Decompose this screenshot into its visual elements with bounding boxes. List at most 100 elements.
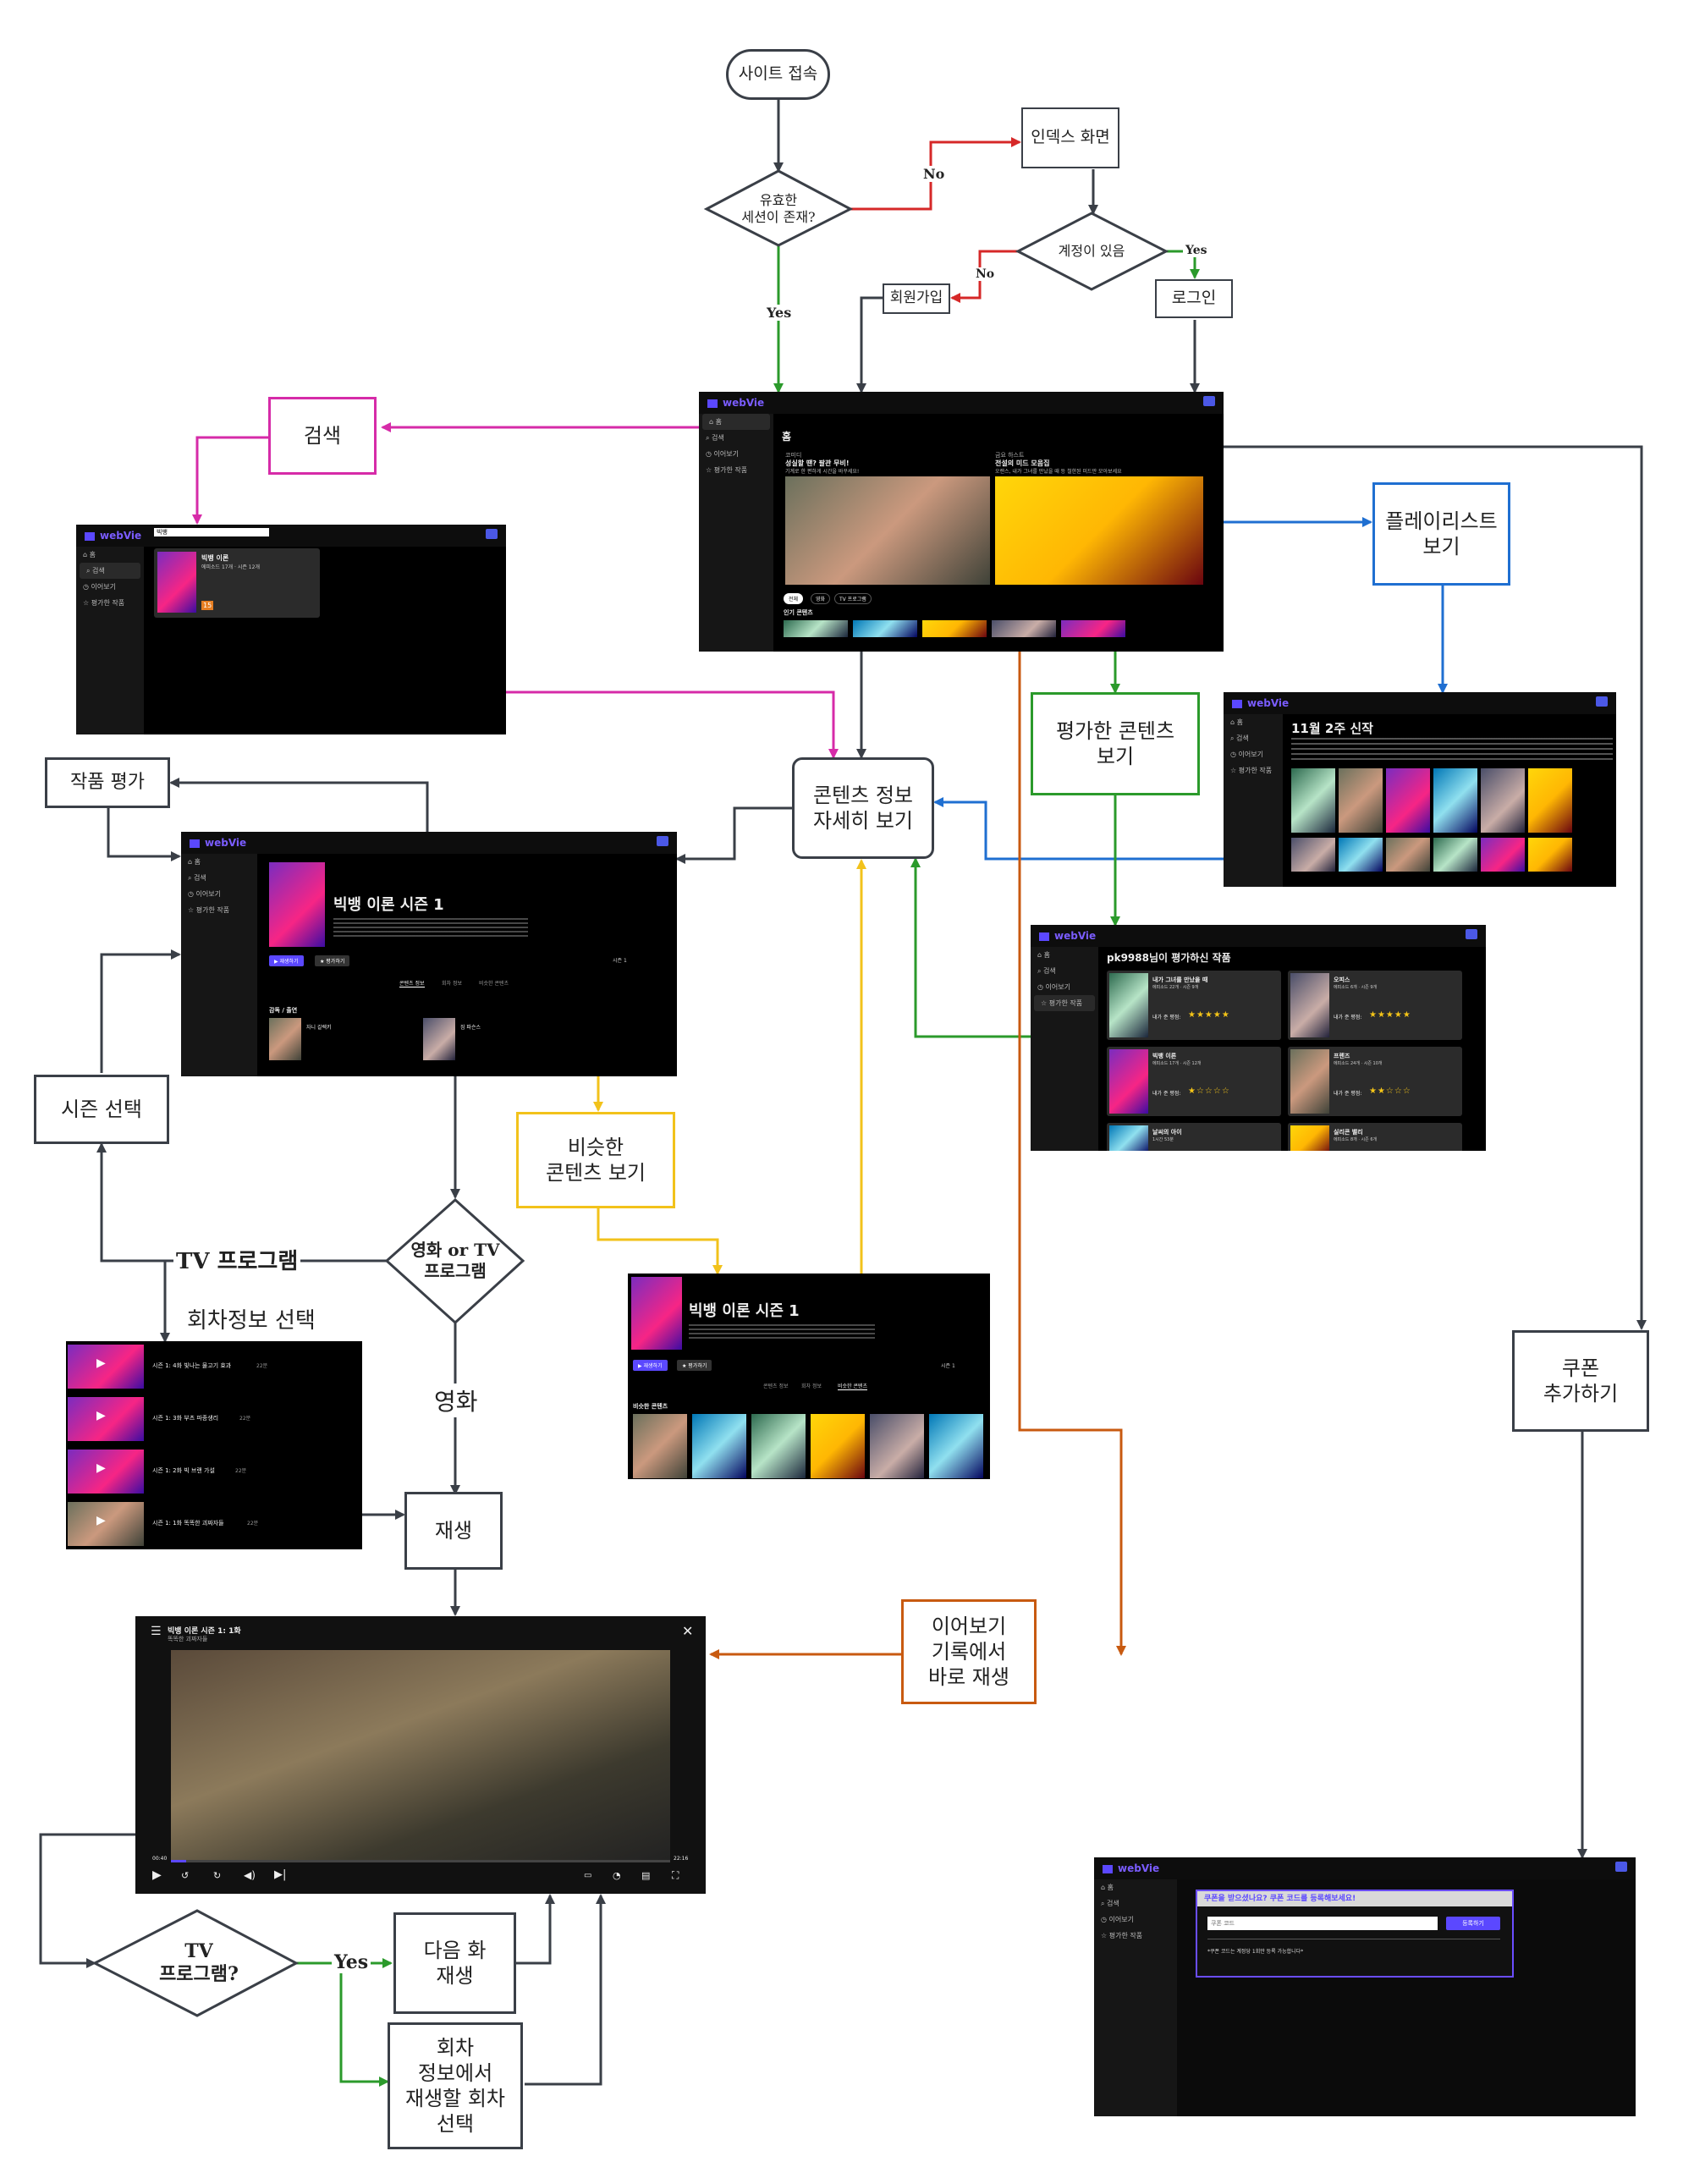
- nav-continue[interactable]: ◷ 이어보기: [1037, 983, 1070, 991]
- search-result-card[interactable]: 빅뱅 이론 에피소드 17개 · 시즌 12개 15: [154, 548, 320, 618]
- nav-continue[interactable]: ◷ 이어보기: [1101, 1916, 1134, 1923]
- play-icon[interactable]: ▶: [152, 1868, 162, 1882]
- similar-poster[interactable]: [870, 1414, 924, 1478]
- nav-home[interactable]: ⌂ 홈: [1101, 1884, 1114, 1891]
- similar-poster[interactable]: [633, 1414, 687, 1478]
- playlist-poster[interactable]: [1339, 838, 1383, 872]
- close-icon[interactable]: ✕: [682, 1623, 694, 1639]
- nav-continue[interactable]: ◷ 이어보기: [1230, 751, 1263, 758]
- banner2-image[interactable]: [995, 476, 1203, 585]
- playlist-poster[interactable]: [1291, 768, 1335, 833]
- nav-rated[interactable]: ☆ 평가한 작품: [1034, 995, 1095, 1011]
- progress-bar[interactable]: [171, 1860, 670, 1862]
- nav-rated[interactable]: ☆ 평가한 작품: [1230, 767, 1273, 774]
- playlist-poster[interactable]: [1481, 768, 1525, 833]
- nav-continue[interactable]: ◷ 이어보기: [188, 890, 221, 898]
- nav-rated[interactable]: ☆ 평가한 작품: [188, 906, 230, 914]
- rated-card[interactable]: 내가 그녀를 만났을 때 에피소드 22개 · 시즌 9개 내가 준 평점: ★…: [1107, 971, 1281, 1040]
- playlist-poster[interactable]: [1386, 768, 1430, 833]
- similar-poster[interactable]: [811, 1414, 865, 1478]
- coupon-input[interactable]: 쿠폰 코드: [1207, 1917, 1438, 1930]
- playlist-poster[interactable]: [1528, 838, 1572, 872]
- profile-icon[interactable]: [1466, 929, 1477, 939]
- nav-search[interactable]: ⌕ 검색: [80, 563, 140, 579]
- profile-icon[interactable]: [1596, 696, 1608, 707]
- tab-all[interactable]: 전체: [784, 593, 804, 604]
- profile-icon[interactable]: [1203, 396, 1215, 406]
- edge-playlistscreen-detail: [933, 797, 1224, 861]
- result-title: 빅뱅 이론: [201, 554, 229, 562]
- season-select[interactable]: 시즌 1: [941, 1363, 955, 1369]
- similar-poster[interactable]: [692, 1414, 746, 1478]
- playlist-poster[interactable]: [1339, 768, 1383, 833]
- rate-button[interactable]: ★ 평가하기: [677, 1360, 712, 1371]
- nav-search[interactable]: ⌕ 검색: [1101, 1900, 1119, 1907]
- nav-search[interactable]: ⌕ 검색: [706, 434, 724, 442]
- nav-search[interactable]: ⌕ 검색: [1230, 734, 1249, 742]
- next-icon[interactable]: ▶|: [274, 1868, 287, 1881]
- nav-home[interactable]: ⌂ 홈: [702, 414, 770, 430]
- nav-search[interactable]: ⌕ 검색: [1037, 967, 1056, 975]
- volume-icon[interactable]: ◀): [244, 1869, 256, 1881]
- rated-card[interactable]: 빅뱅 이론 에피소드 17개 · 시즌 12개 내가 준 평점: ★☆☆☆☆: [1107, 1047, 1281, 1116]
- nav-home[interactable]: ⌂ 홈: [1230, 718, 1243, 726]
- nav-rated[interactable]: ☆ 평가한 작품: [1101, 1932, 1143, 1939]
- similar-poster[interactable]: [929, 1414, 983, 1478]
- rated-card[interactable]: 실리콘 밸리 에피소드 8개 · 시즌 6개: [1288, 1123, 1462, 1151]
- detail-screen: webVie ⌂ 홈 ⌕ 검색 ◷ 이어보기 ☆ 평가한 작품 빅뱅 이론 시즌…: [181, 832, 677, 1076]
- nav-rated[interactable]: ☆ 평가한 작품: [83, 599, 125, 607]
- episode-row[interactable]: ▶ 시즌 1: 3화 부츠 파종생리 22분: [66, 1395, 362, 1443]
- rewind-icon[interactable]: ↺: [181, 1870, 190, 1881]
- tab-similar[interactable]: 비슷한 콘텐츠: [479, 981, 509, 987]
- tab-similar[interactable]: 비슷한 콘텐츠: [838, 1384, 868, 1390]
- playlist-poster[interactable]: [1386, 838, 1430, 872]
- popular-poster[interactable]: [922, 620, 987, 637]
- tab-info[interactable]: 콘텐츠 정보: [763, 1384, 789, 1389]
- playlist-poster[interactable]: [1433, 768, 1477, 833]
- coupon-register-button[interactable]: 등록하기: [1446, 1917, 1500, 1930]
- tab-episodes[interactable]: 회차 정보: [801, 1384, 822, 1389]
- episode-row[interactable]: ▶ 시즌 1: 1화 똑똑한 괴짜자들 22분: [66, 1500, 362, 1548]
- tab-episodes[interactable]: 회차 정보: [442, 981, 462, 987]
- banner1-image[interactable]: [785, 476, 990, 585]
- popular-poster[interactable]: [1061, 620, 1125, 637]
- rated-card[interactable]: 날씨의 아이 1시간 53분: [1107, 1123, 1281, 1151]
- fullscreen-icon[interactable]: ⛶: [672, 1869, 679, 1881]
- season-select[interactable]: 시즌 1: [613, 958, 627, 964]
- nav-home[interactable]: ⌂ 홈: [1037, 951, 1050, 959]
- nav-continue[interactable]: ◷ 이어보기: [83, 583, 116, 591]
- nav-home[interactable]: ⌂ 홈: [83, 551, 96, 558]
- playlist-poster[interactable]: [1433, 838, 1477, 872]
- subtitle-icon[interactable]: ▭: [584, 1871, 592, 1880]
- play-button[interactable]: ▶ 재생하기: [633, 1360, 668, 1371]
- profile-icon[interactable]: [1615, 1862, 1627, 1872]
- nav-rated[interactable]: ☆ 평가한 작품: [706, 466, 748, 474]
- rated-card[interactable]: 오피스 에피소드 6개 · 시즌 9개 내가 준 평점: ★★★★★: [1288, 971, 1462, 1040]
- popular-poster[interactable]: [992, 620, 1056, 637]
- tab-info[interactable]: 콘텐츠 정보: [399, 981, 425, 987]
- nav-continue[interactable]: ◷ 이어보기: [706, 450, 739, 458]
- popular-poster[interactable]: [784, 620, 848, 637]
- play-button[interactable]: ▶ 재생하기: [269, 955, 304, 966]
- profile-icon[interactable]: [657, 836, 668, 846]
- speed-icon[interactable]: ◔: [613, 1870, 621, 1881]
- playlist-poster[interactable]: [1528, 768, 1572, 833]
- menu-icon[interactable]: ☰: [151, 1625, 162, 1638]
- video-frame[interactable]: [171, 1650, 670, 1862]
- episode-row[interactable]: ▶ 시즌 1: 4화 빛나는 물고기 효과 22분: [66, 1343, 362, 1390]
- nav-home[interactable]: ⌂ 홈: [188, 858, 201, 866]
- nav-search[interactable]: ⌕ 검색: [188, 874, 206, 882]
- profile-icon[interactable]: [486, 529, 498, 539]
- rate-button[interactable]: ★ 평가하기: [315, 955, 350, 966]
- episode-row[interactable]: ▶ 시즌 1: 2화 빅 브랜 가설 22분: [66, 1448, 362, 1495]
- episodes-icon[interactable]: ▤: [641, 1870, 651, 1881]
- tab-tv[interactable]: TV 프로그램: [834, 593, 872, 604]
- popular-poster[interactable]: [853, 620, 917, 637]
- similar-poster[interactable]: [751, 1414, 806, 1478]
- rated-card[interactable]: 프렌즈 에피소드 24개 · 시즌 10개 내가 준 평점: ★★☆☆☆: [1288, 1047, 1462, 1116]
- search-input[interactable]: 빅뱅: [154, 528, 269, 536]
- playlist-poster[interactable]: [1481, 838, 1525, 872]
- tab-movie[interactable]: 영화: [811, 593, 831, 604]
- playlist-poster[interactable]: [1291, 838, 1335, 872]
- forward-icon[interactable]: ↻: [213, 1870, 222, 1881]
